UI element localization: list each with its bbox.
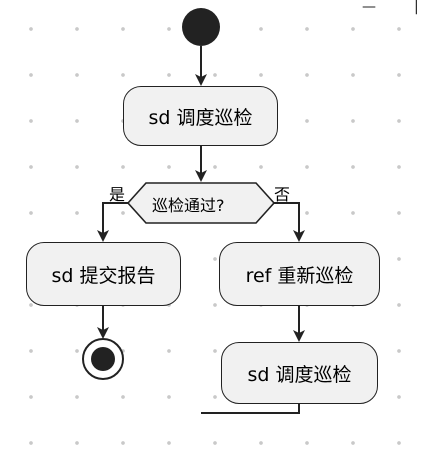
edge-decision-no (274, 202, 305, 242)
start-node (182, 8, 220, 46)
end-node-inner (91, 347, 115, 371)
activity-re-inspect: ref 重新巡检 (219, 242, 380, 306)
activity-dispatch-inspection-2-label: sd 调度巡检 (247, 363, 352, 386)
yes-branch-label: 是 (109, 185, 126, 204)
edge-decision-yes (97, 202, 128, 242)
decision-label: 巡检通过? (152, 196, 225, 215)
window-minimize-mark[interactable]: — (362, 0, 376, 15)
activity-dispatch-inspection: sd 调度巡检 (123, 86, 278, 146)
activity-submit-report-label: sd 提交报告 (51, 264, 156, 287)
activity-dispatch-inspection-2: sd 调度巡检 (221, 342, 378, 404)
activity-submit-report: sd 提交报告 (26, 242, 181, 306)
edge-dispatch-bottom-loop (201, 404, 300, 414)
window-edge-mark: | (414, 0, 419, 15)
activity-dispatch-inspection-label: sd 调度巡检 (148, 106, 253, 129)
no-branch-label: 否 (274, 185, 291, 204)
activity-re-inspect-label: ref 重新巡检 (245, 264, 354, 287)
